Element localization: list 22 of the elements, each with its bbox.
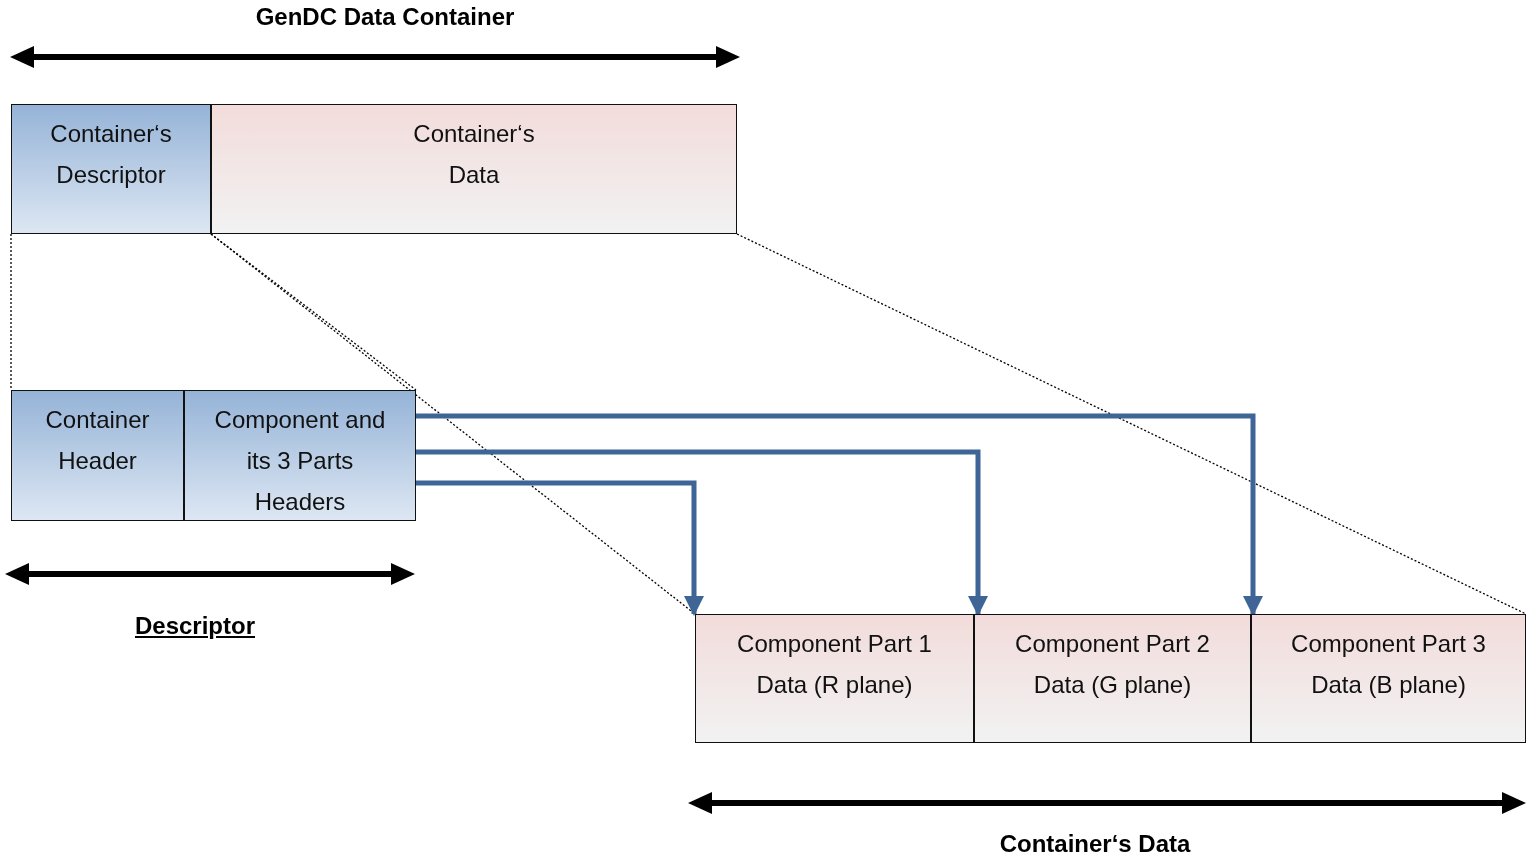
block-label: Container‘s Descriptor xyxy=(49,119,173,190)
block-label: Component Part 2 Data (G plane) xyxy=(1014,629,1211,700)
block-label: Component Part 1 Data (R plane) xyxy=(736,629,933,700)
arrow xyxy=(416,480,704,616)
section-title: Descriptor xyxy=(135,612,255,640)
block-label: Container‘s Data xyxy=(412,119,536,190)
section-title: Container‘s Data xyxy=(999,830,1191,858)
block-box xyxy=(1251,614,1526,743)
block-box xyxy=(211,104,737,234)
arrow xyxy=(416,413,1263,616)
block-label: Component and its 3 Parts Headers xyxy=(213,405,387,517)
block-box xyxy=(695,614,974,743)
block-label: Component Part 3 Data (B plane) xyxy=(1290,629,1487,700)
block-box xyxy=(974,614,1251,743)
block-box xyxy=(11,390,184,521)
projection-line xyxy=(10,233,12,391)
section-title: GenDC Data Container xyxy=(255,3,515,31)
block-box xyxy=(184,390,416,521)
arrow xyxy=(416,449,988,616)
projection-line xyxy=(736,233,1526,615)
block-label: Container Header xyxy=(44,405,151,476)
block-box xyxy=(11,104,211,234)
